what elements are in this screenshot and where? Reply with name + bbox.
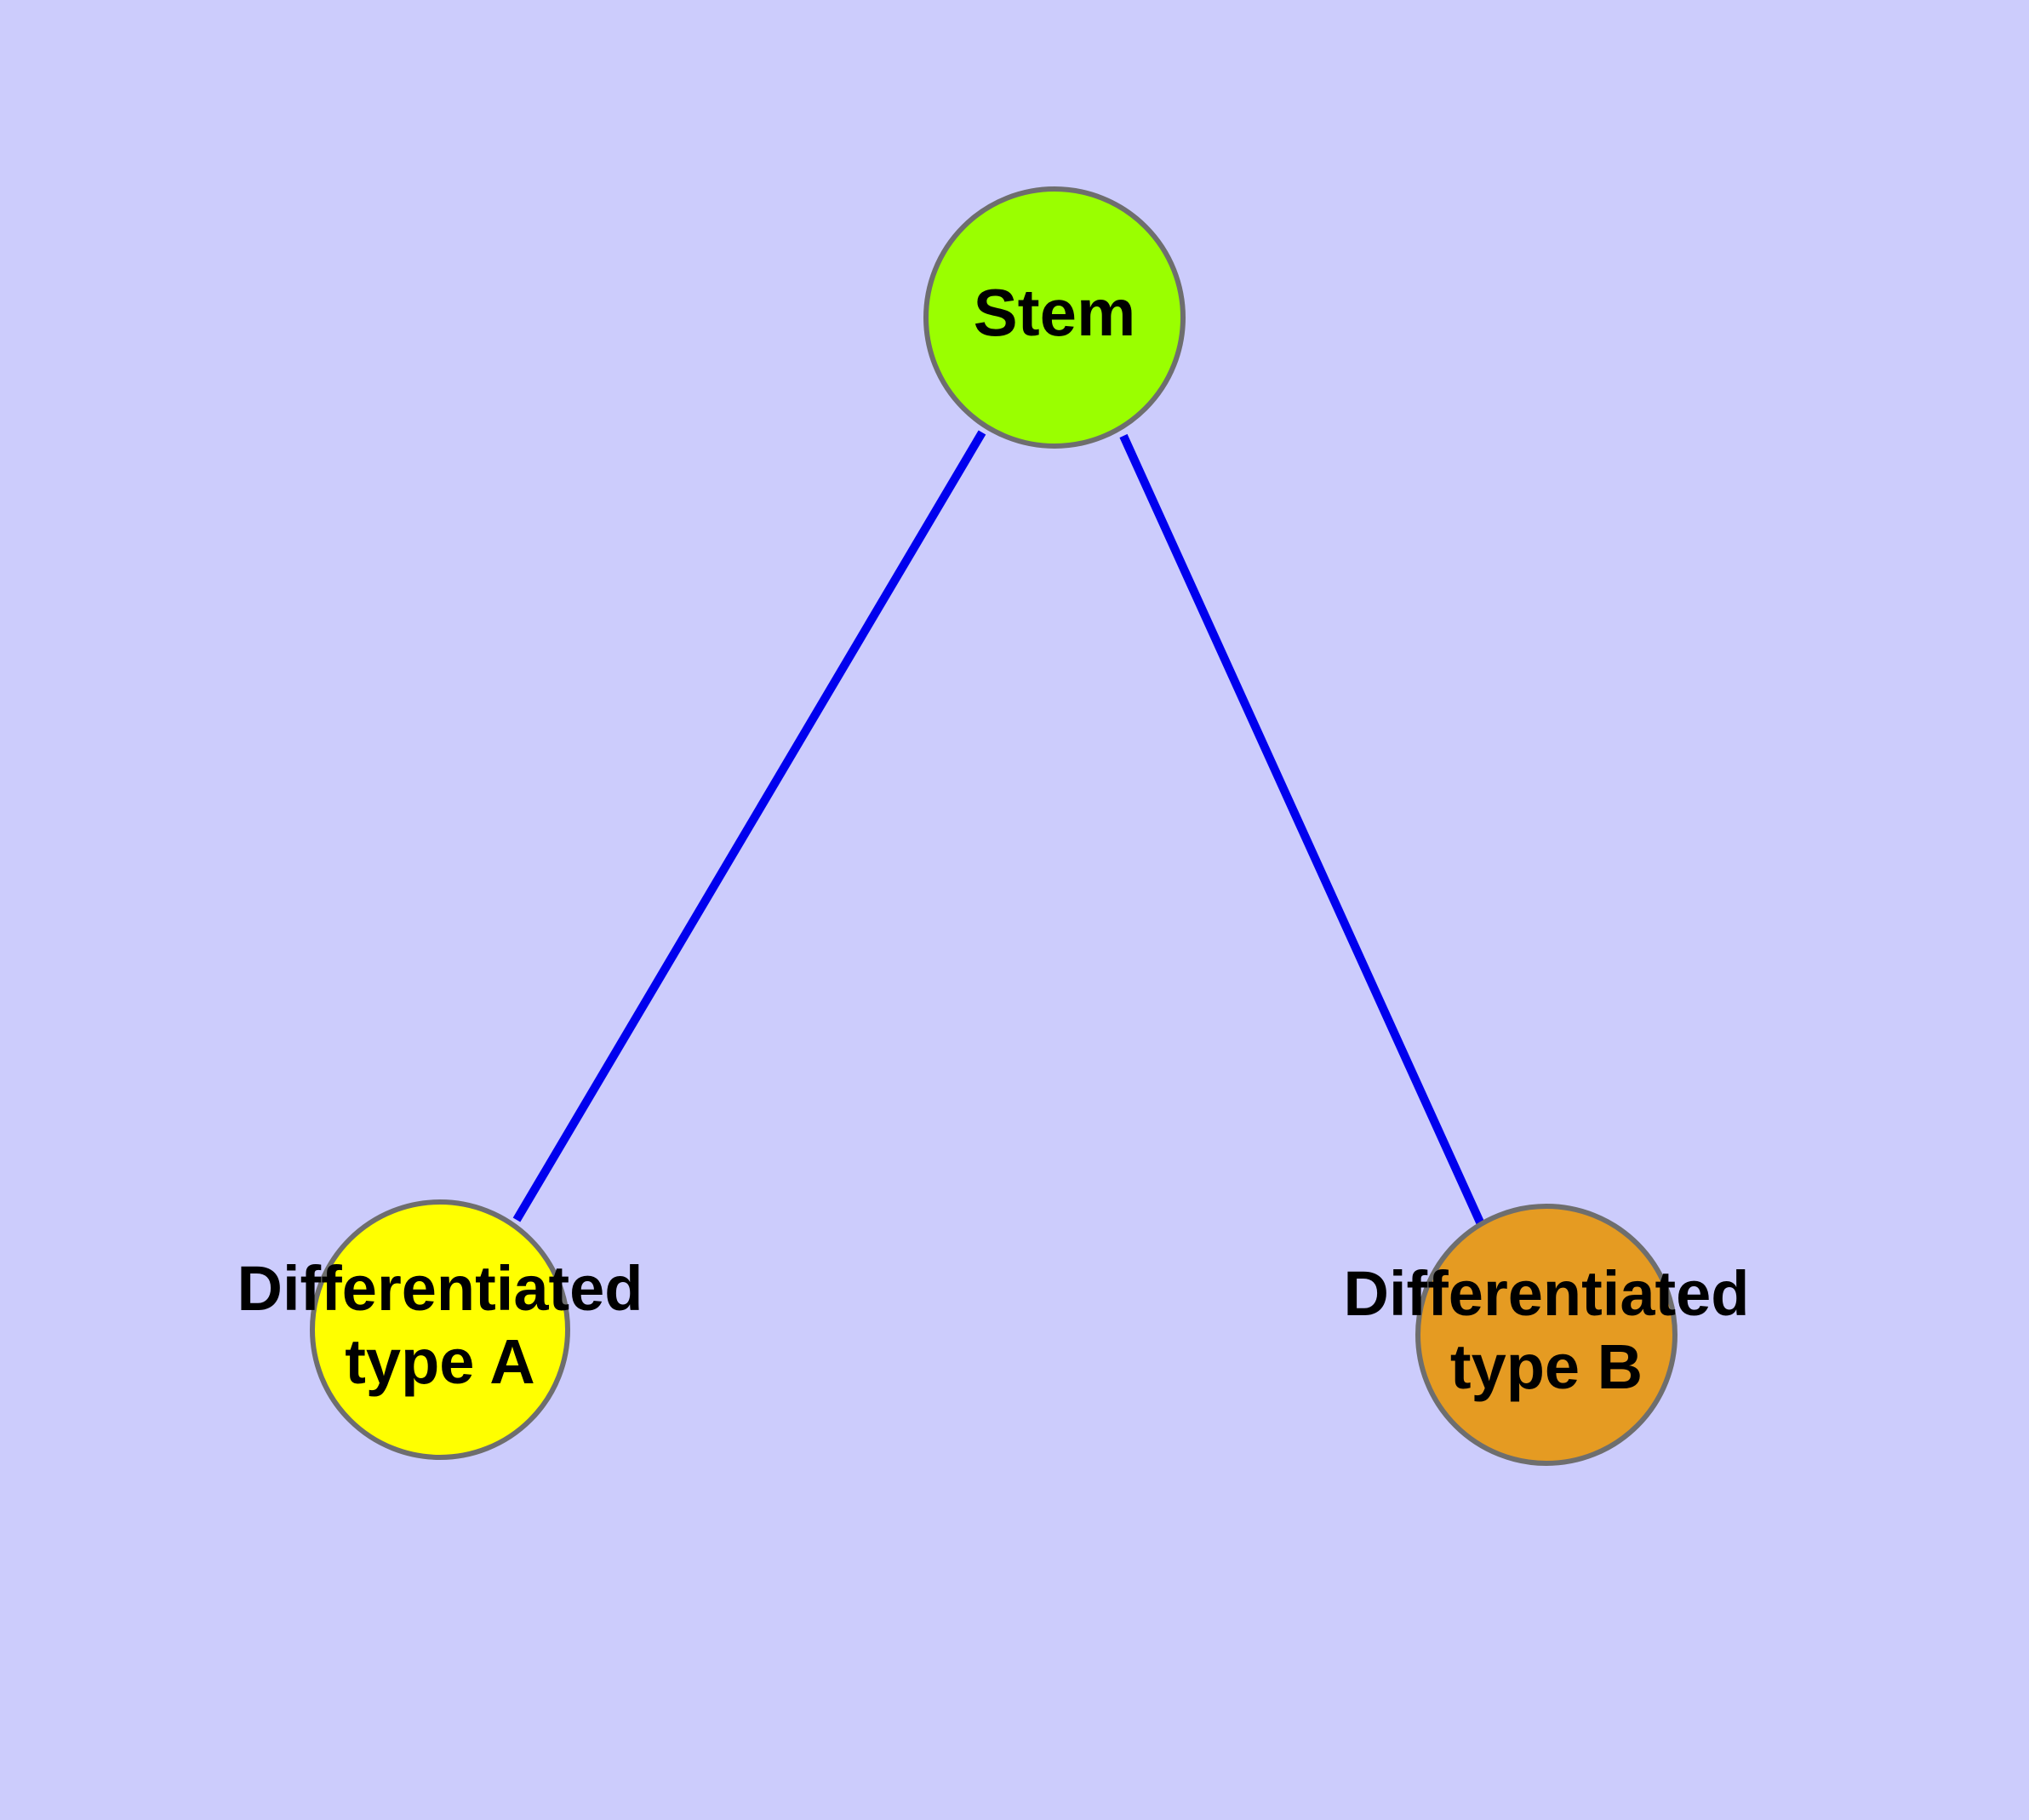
node-label-line: type B: [1450, 1331, 1643, 1402]
node-label-line: Differentiated: [237, 1253, 643, 1324]
edge-stem-to-diff-b: [1119, 433, 1485, 1227]
edge-stem-to-diff-a: [512, 430, 986, 1222]
node-label-line: Differentiated: [1344, 1258, 1750, 1329]
node-diff_a[interactable]: [310, 1199, 570, 1460]
node-stem[interactable]: [923, 186, 1186, 449]
nodes-layer: [310, 186, 1677, 1466]
node-diff_b[interactable]: [1415, 1204, 1677, 1466]
edges-layer: [512, 430, 1485, 1227]
node-label-line: Stem: [974, 275, 1136, 350]
node-label-stem: Stem: [974, 275, 1136, 350]
node-label-line: type A: [345, 1326, 534, 1397]
